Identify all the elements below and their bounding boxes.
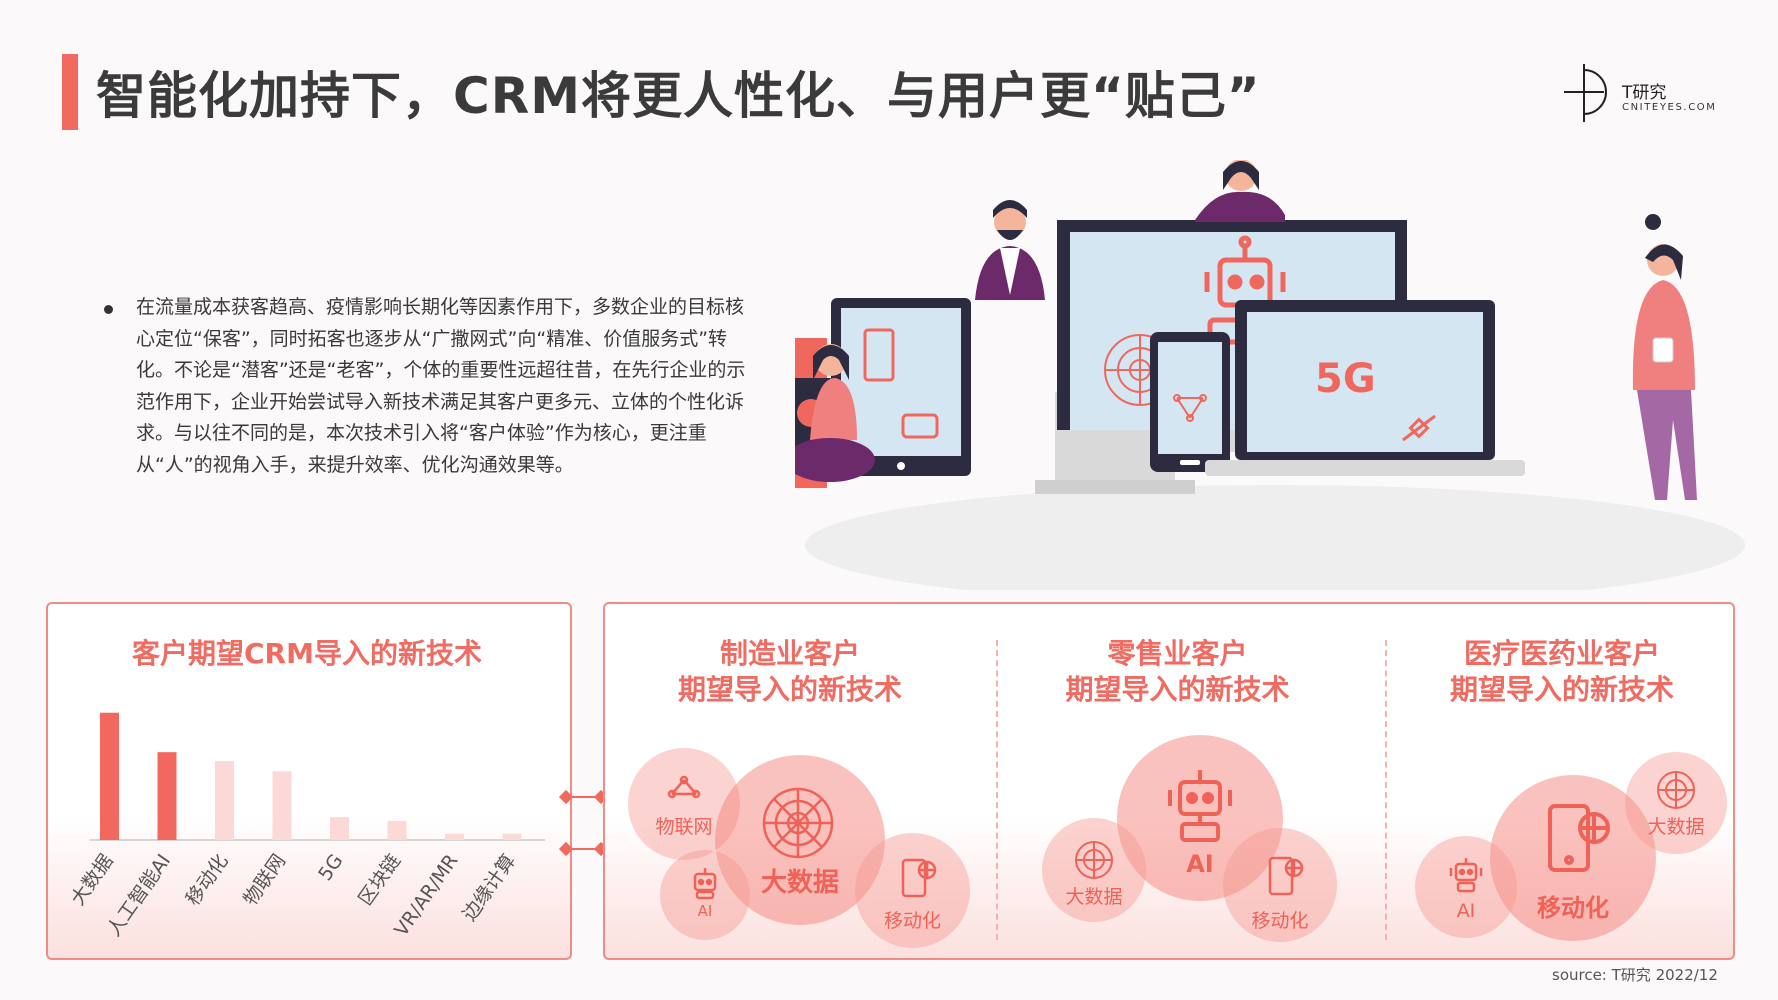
right-panel bbox=[603, 602, 1735, 960]
bubble-label: 大数据 bbox=[1065, 886, 1123, 908]
satellite-icon bbox=[1402, 414, 1436, 442]
bullet-dot bbox=[104, 305, 113, 314]
bubble-mobile bbox=[855, 833, 970, 948]
bar-7 bbox=[502, 833, 522, 840]
floor-shadow bbox=[805, 485, 1745, 590]
source-note: source: T研究 2022/12 bbox=[1552, 966, 1718, 984]
bar-1 bbox=[157, 752, 177, 840]
tick-label: 大数据 bbox=[70, 850, 118, 909]
bubble-label: 移动化 bbox=[1251, 910, 1309, 932]
connector-line-1 bbox=[566, 796, 606, 798]
person-standing-woman bbox=[1632, 214, 1697, 500]
tick-label: 边缘计算 bbox=[458, 850, 520, 925]
left-panel-title: 客户期望CRM导入的新技术 bbox=[132, 637, 482, 670]
bar-4 bbox=[330, 817, 349, 840]
mobile-icon bbox=[1548, 804, 1610, 872]
crosshair-logo-icon bbox=[1564, 64, 1607, 122]
bigdata-icon bbox=[762, 787, 834, 859]
robot-icon bbox=[1168, 770, 1232, 842]
bubble-label: 大数据 bbox=[1647, 816, 1705, 838]
bar-0 bbox=[100, 712, 119, 840]
title-accent-bar bbox=[62, 54, 78, 130]
bubble-bigdata-main bbox=[715, 755, 885, 925]
bubble-label: 移动化 bbox=[883, 910, 941, 932]
connector-line-2 bbox=[566, 848, 606, 850]
mobile-icon bbox=[1268, 856, 1304, 896]
tick-label: 移动化 bbox=[182, 850, 233, 909]
robot-icon bbox=[1449, 858, 1483, 893]
mobile-icon bbox=[863, 328, 895, 382]
brand-logo: T研究 CNITEYES.COM bbox=[1560, 62, 1740, 124]
robot-icon bbox=[693, 868, 717, 900]
bigdata-icon bbox=[1657, 771, 1695, 809]
dashed-divider bbox=[1385, 640, 1387, 940]
bubble-label: 物联网 bbox=[655, 816, 713, 838]
bubble-label-main: 大数据 bbox=[760, 868, 839, 898]
bar-5 bbox=[387, 820, 407, 840]
bubble-label-main: 移动化 bbox=[1537, 894, 1609, 922]
bar-2 bbox=[215, 761, 234, 840]
bubble-iot bbox=[628, 748, 740, 860]
person-bearded-man bbox=[975, 200, 1045, 300]
mobile-icon bbox=[901, 858, 937, 898]
retail-title: 零售业客户 期望导入的新技术 bbox=[1065, 637, 1290, 706]
intro-paragraph: 在流量成本获客趋高、疫情影响长期化等因素作用下，多数企业的目标核心定位“保客”，… bbox=[136, 296, 746, 476]
manufacturing-title: 制造业客户 期望导入的新技术 bbox=[677, 637, 902, 706]
logo-subtext: CNITEYES.COM bbox=[1622, 102, 1717, 113]
bar-3 bbox=[272, 771, 292, 840]
bubble-label: AI bbox=[1456, 900, 1476, 922]
bubble-ai bbox=[660, 850, 750, 940]
bubble-mobile bbox=[1223, 828, 1337, 942]
logo-text: T研究 bbox=[1622, 83, 1667, 103]
dashed-divider bbox=[996, 640, 998, 940]
bigdata-icon bbox=[1075, 841, 1113, 879]
devices-illustration: 5G bbox=[795, 160, 1745, 590]
5g-label: 5G bbox=[1315, 356, 1376, 402]
bubble-label: AI bbox=[697, 902, 713, 920]
iot-icon bbox=[667, 775, 701, 799]
page-title: 智能化加持下，CRM将更人性化、与用户更“贴己” bbox=[96, 67, 1261, 125]
network-nodes-icon bbox=[1173, 394, 1207, 422]
person-sitting-woman bbox=[795, 344, 875, 482]
bubble-label-main: AI bbox=[1186, 850, 1214, 878]
bar-6 bbox=[445, 833, 464, 840]
vr-headset-icon bbox=[901, 413, 939, 439]
bubble-ai bbox=[1415, 836, 1517, 938]
tick-label: 5G bbox=[314, 850, 347, 885]
left-panel bbox=[46, 602, 572, 960]
tick-label: 区块链 bbox=[354, 850, 405, 909]
person-woman-top bbox=[1195, 160, 1285, 222]
healthcare-title: 医疗医药业客户 期望导入的新技术 bbox=[1449, 637, 1674, 706]
tick-label: 物联网 bbox=[239, 850, 290, 909]
